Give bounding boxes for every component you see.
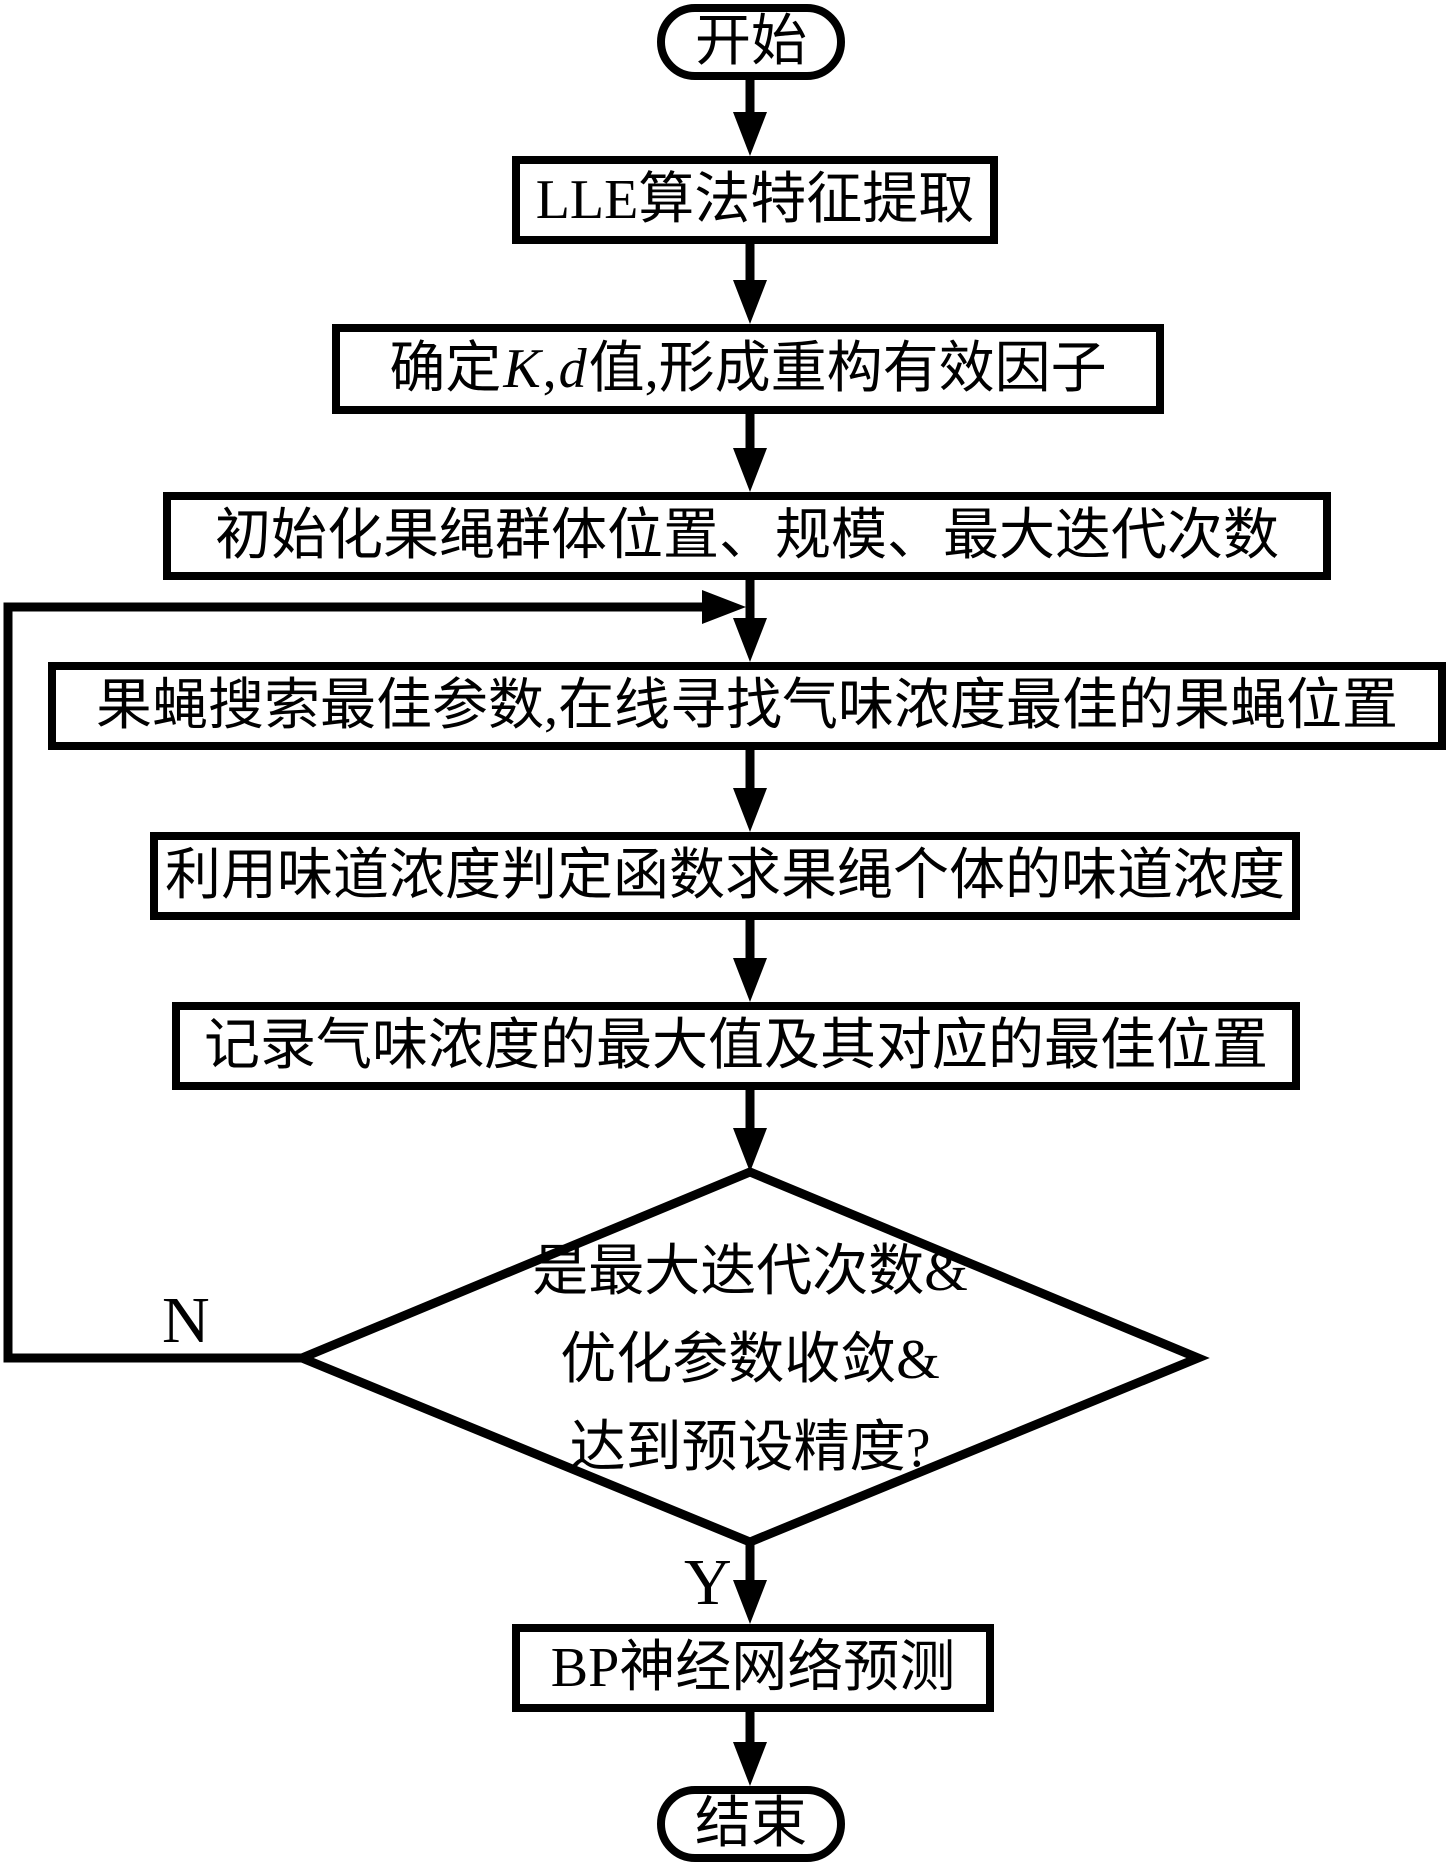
branch-label-no: N — [162, 1284, 210, 1357]
kd-pre: 确定 — [389, 338, 502, 400]
process-smell-concentration: 利用味道浓度判定函数求果绳个体的味道浓度 — [150, 832, 1300, 920]
process-bp-prediction: BP神经网络预测 — [512, 1624, 994, 1712]
loop-back-arrowhead-icon — [702, 590, 746, 624]
end-label: 结束 — [695, 1793, 807, 1855]
end-terminal: 结束 — [657, 1786, 845, 1862]
decision-line3: 达到预设精度? — [569, 1417, 931, 1479]
decision-line2: 优化参数收敛& — [560, 1329, 940, 1391]
arrowhead-icon — [733, 618, 767, 662]
process-lle-feature-extraction: LLE算法特征提取 — [512, 156, 998, 244]
start-terminal: 开始 — [657, 4, 845, 80]
branch-label-yes: Y — [684, 1546, 732, 1619]
start-label: 开始 — [695, 11, 807, 73]
arrowhead-icon — [733, 1742, 767, 1786]
bp-label: BP神经网络预测 — [550, 1637, 956, 1699]
lle-label: LLE算法特征提取 — [535, 169, 975, 231]
process-determine-kd: 确定K,d值,形成重构有效因子 — [332, 324, 1164, 414]
search-label: 果蝇搜索最佳参数,在线寻找气味浓度最佳的果蝇位置 — [96, 675, 1398, 737]
kd-post: 值,形成重构有效因子 — [588, 338, 1107, 400]
kd-comma: , — [542, 338, 557, 400]
decision-termination-text: 是最大迭代次数& 优化参数收敛& 达到预设精度? — [450, 1228, 1050, 1492]
smell-label: 利用味道浓度判定函数求果绳个体的味道浓度 — [165, 845, 1285, 907]
process-init-population: 初始化果绳群体位置、规模、最大迭代次数 — [163, 492, 1331, 580]
kd-label: 确定K,d值,形成重构有效因子 — [389, 341, 1106, 397]
arrowhead-icon — [733, 448, 767, 492]
kd-var-k: K — [503, 338, 541, 400]
process-fly-search: 果蝇搜索最佳参数,在线寻找气味浓度最佳的果蝇位置 — [48, 662, 1446, 750]
arrowhead-icon — [733, 1128, 767, 1172]
record-label: 记录气味浓度的最大值及其对应的最佳位置 — [204, 1015, 1268, 1077]
arrowhead-icon — [733, 112, 767, 156]
init-label: 初始化果绳群体位置、规模、最大迭代次数 — [215, 505, 1279, 567]
arrowhead-icon — [733, 958, 767, 1002]
process-record-best: 记录气味浓度的最大值及其对应的最佳位置 — [172, 1002, 1300, 1090]
arrowhead-icon — [733, 1580, 767, 1624]
kd-var-d: d — [558, 338, 587, 400]
loop-back-line — [3, 602, 706, 1363]
decision-line1: 是最大迭代次数& — [532, 1241, 968, 1303]
arrowhead-icon — [733, 280, 767, 324]
arrowhead-icon — [733, 788, 767, 832]
